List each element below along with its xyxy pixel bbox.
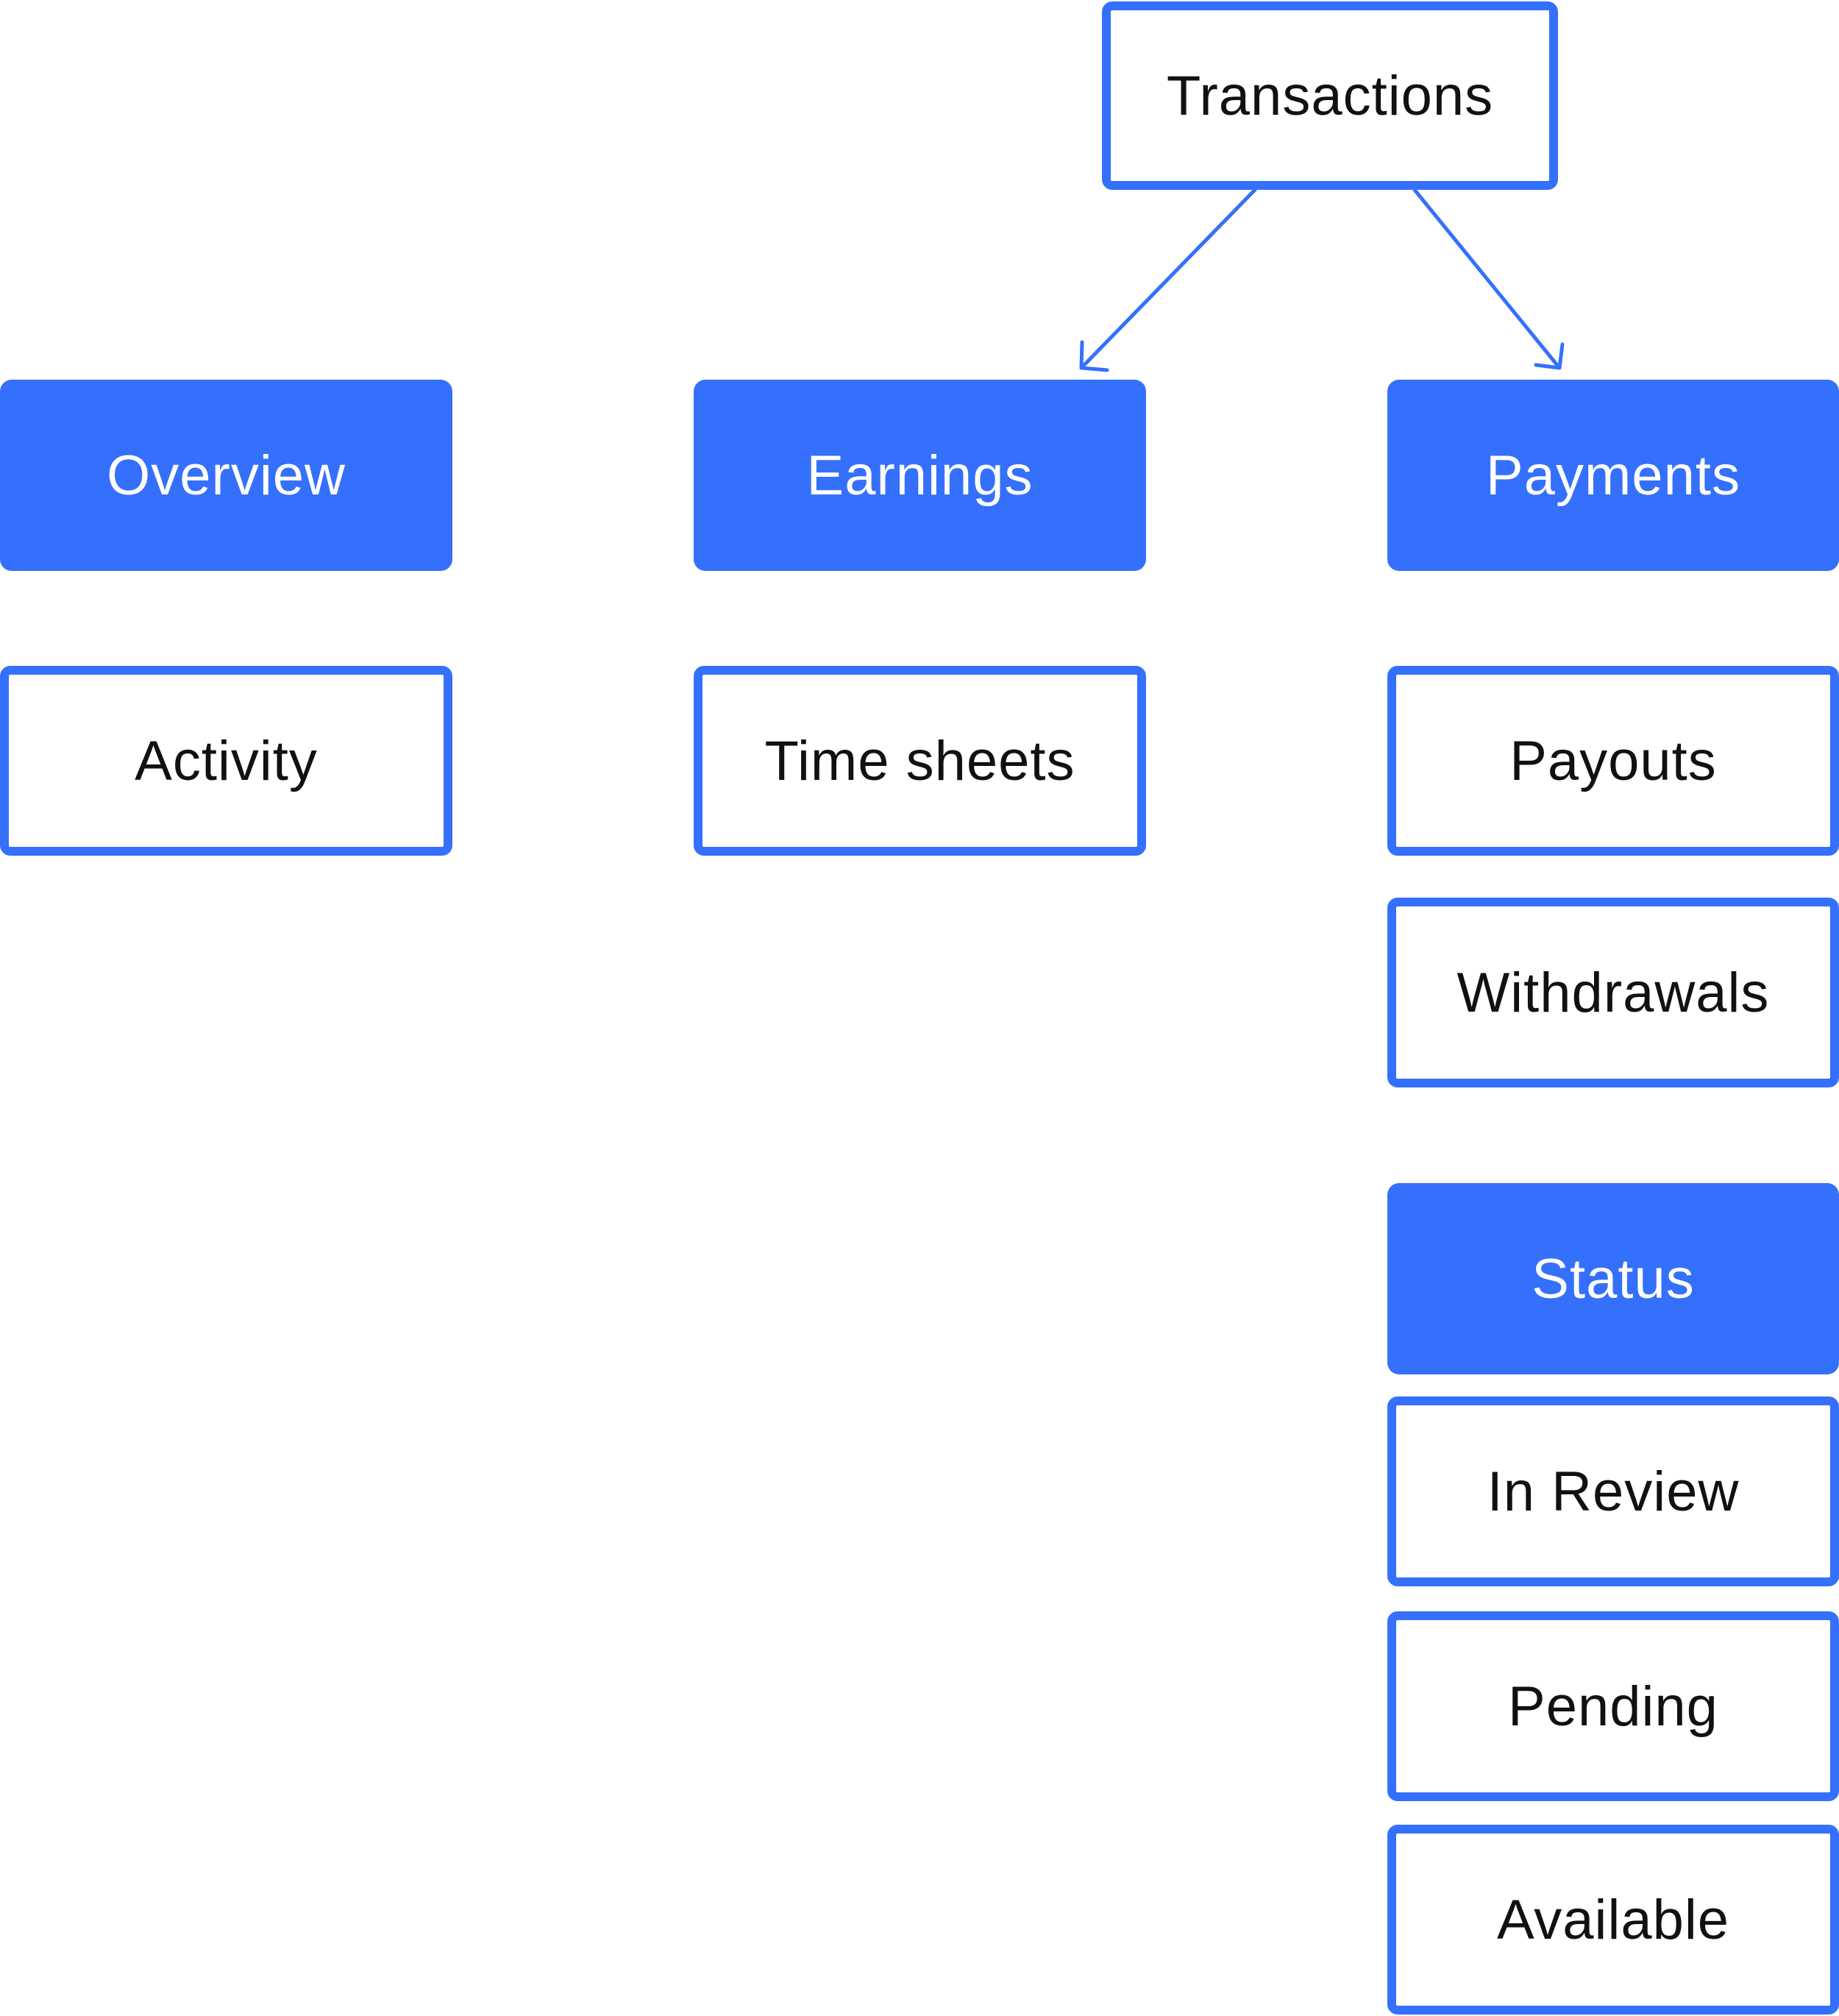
node-status-label: Status <box>1532 1247 1695 1310</box>
node-activity: Activity <box>0 666 452 856</box>
node-pending-label: Pending <box>1508 1675 1718 1738</box>
node-status: Status <box>1387 1183 1839 1374</box>
node-time-sheets-label: Time sheets <box>764 729 1075 792</box>
node-transactions-label: Transactions <box>1166 64 1494 127</box>
node-available: Available <box>1387 1825 1839 2015</box>
arrow-transactions-to-payments <box>1412 188 1565 370</box>
node-activity-label: Activity <box>135 729 318 792</box>
node-payouts-label: Payouts <box>1509 729 1717 792</box>
node-earnings: Earnings <box>694 380 1146 571</box>
node-transactions: Transactions <box>1102 1 1558 190</box>
node-overview: Overview <box>0 380 452 571</box>
node-withdrawals-label: Withdrawals <box>1456 961 1770 1024</box>
node-earnings-label: Earnings <box>806 444 1034 507</box>
node-in-review-label: In Review <box>1487 1460 1740 1523</box>
node-payments-label: Payments <box>1486 444 1740 507</box>
arrow-transactions-to-earnings <box>1079 188 1257 372</box>
node-withdrawals: Withdrawals <box>1387 898 1839 1087</box>
node-time-sheets: Time sheets <box>694 666 1146 856</box>
node-available-label: Available <box>1496 1888 1730 1951</box>
node-payouts: Payouts <box>1387 666 1839 856</box>
node-pending: Pending <box>1387 1611 1839 1801</box>
node-payments: Payments <box>1387 380 1839 571</box>
node-overview-label: Overview <box>107 444 346 507</box>
node-in-review: In Review <box>1387 1396 1839 1586</box>
